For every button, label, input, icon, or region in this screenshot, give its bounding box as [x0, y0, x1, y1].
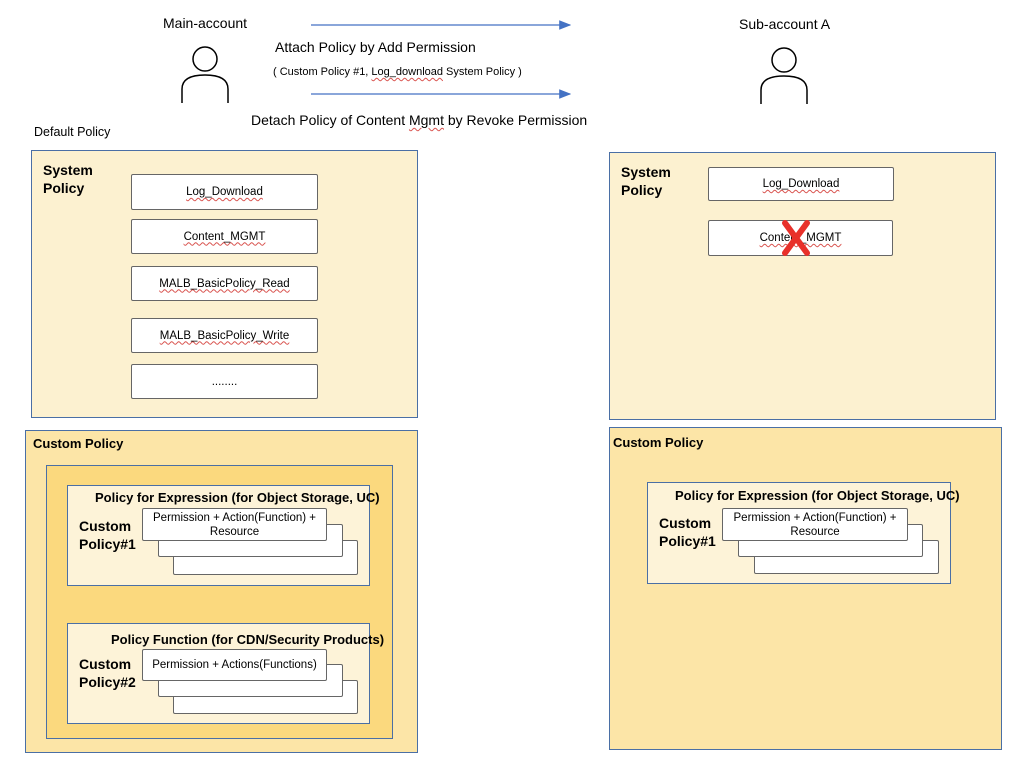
custom-policy-1-card[interactable]: Permission + Action(Function) + Resource [142, 508, 327, 541]
sub-account-user-icon [759, 46, 809, 106]
custom-policy-2-card[interactable]: Permission + Actions(Functions) [142, 649, 327, 681]
custom-policy-2-heading: Policy Function (for CDN/Security Produc… [111, 632, 385, 647]
sub-policy-log-download[interactable]: Log_Download [708, 167, 894, 201]
attach-policy-label: Attach Policy by Add Permission [275, 39, 476, 55]
policy-malb-basic-read[interactable]: MALB_BasicPolicy_Read [131, 266, 318, 301]
policy-content-mgmt[interactable]: Content_MGMT [131, 219, 318, 254]
policy-more[interactable]: ........ [131, 364, 318, 399]
revoked-x-icon [782, 220, 810, 256]
sub-account-label: Sub-account A [739, 16, 831, 32]
policy-malb-basic-write[interactable]: MALB_BasicPolicy_Write [131, 318, 318, 353]
default-policy-label: Default Policy [34, 125, 111, 139]
attach-policy-note: ( Custom Policy #1, Log_download System … [273, 66, 522, 78]
right-system-policy-title: System Policy [621, 164, 671, 198]
right-custom-policy-panel: Custom Policy Policy for Expression (for… [609, 427, 1002, 750]
left-system-policy-title: System Policy [43, 162, 93, 196]
sub-policy-content-mgmt[interactable]: Content_MGMT [708, 220, 893, 256]
right-custom-policy-title: Custom Policy [613, 435, 704, 450]
sub-custom-policy-1-heading: Policy for Expression (for Object Storag… [675, 488, 960, 503]
custom-policy-2-label: Custom Policy#2 [79, 656, 136, 690]
custom-policy-1-label: Custom Policy#1 [79, 518, 136, 552]
left-system-policy-panel: System Policy Log_Download Content_MGMT … [31, 150, 418, 418]
flow-arrows [311, 20, 572, 99]
sub-custom-policy-1-card[interactable]: Permission + Action(Function) + Resource [722, 508, 908, 541]
main-account-label: Main-account [163, 15, 248, 31]
policy-log-download[interactable]: Log_Download [131, 174, 318, 210]
left-custom-policy-title: Custom Policy [33, 436, 124, 451]
main-account-user-icon [180, 45, 230, 105]
left-custom-policy-inner: Policy for Expression (for Object Storag… [46, 465, 393, 739]
left-custom-policy-panel: Custom Policy Policy for Expression (for… [25, 430, 418, 753]
custom-policy-2-box: Policy Function (for CDN/Security Produc… [67, 623, 384, 724]
custom-policy-1-box: Policy for Expression (for Object Storag… [67, 485, 380, 586]
right-system-policy-panel: System Policy Log_Download Content_MGMT [609, 152, 996, 420]
sub-custom-policy-1-box: Policy for Expression (for Object Storag… [647, 482, 960, 584]
detach-policy-label: Detach Policy of Content Mgmt by Revoke … [251, 112, 588, 128]
sub-custom-policy-1-label: Custom Policy#1 [659, 515, 716, 549]
custom-policy-1-heading: Policy for Expression (for Object Storag… [95, 490, 380, 505]
